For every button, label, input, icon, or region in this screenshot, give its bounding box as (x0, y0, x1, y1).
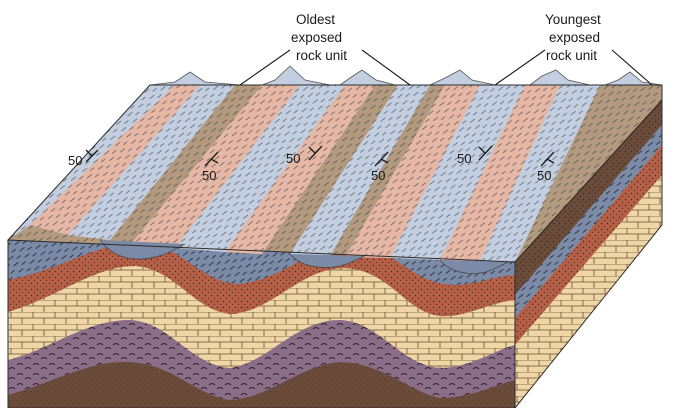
dip-tick-3 (308, 146, 316, 154)
top-surface-texture (8, 85, 662, 262)
layer-dark-brown-texture (8, 361, 515, 408)
front-cross-section (7, 239, 516, 408)
youngest-leader-left (494, 49, 546, 86)
dip-symbol-5: 50 (457, 145, 493, 166)
side-layer-dark-brown-texture (515, 100, 662, 295)
youngest-label-line3: rock unit (546, 48, 597, 63)
oldest-leader-left (239, 49, 291, 86)
trough-3 (439, 259, 509, 274)
dip-tick-5 (478, 146, 486, 154)
youngest-label-line1: Youngest (545, 12, 601, 27)
dip-label-1: 50 (68, 153, 82, 168)
top-surface (6, 65, 663, 274)
ridge-4 (429, 69, 496, 86)
side-layer-limestone-texture (515, 175, 662, 408)
layer-brick-red-texture (8, 242, 515, 317)
dip-symbol-6: 50 (537, 151, 555, 183)
strike-line-3 (308, 145, 323, 161)
side-layer-brick-texture (515, 145, 662, 345)
dip-label-3: 50 (286, 151, 300, 166)
dip-symbol-3: 50 (286, 145, 323, 166)
oldest-label-line3: rock unit (296, 48, 347, 63)
oldest-unit-callout: Oldest exposed rock unit (239, 12, 411, 86)
ridge-1 (149, 71, 241, 86)
dip-symbol-2: 50 (202, 151, 219, 183)
dip-label-2: 50 (202, 168, 216, 183)
strike-line-5 (478, 145, 493, 161)
oldest-leader-right (361, 49, 411, 86)
dip-tick-2 (210, 158, 219, 164)
side-layer-slate-texture (515, 125, 662, 318)
right-side-face (514, 98, 663, 408)
ridge-6 (604, 71, 663, 86)
layer-slate-blue-texture (8, 240, 515, 285)
ridge-3 (338, 69, 396, 86)
oldest-label-line1: Oldest (296, 12, 335, 27)
dip-label-5: 50 (457, 151, 471, 166)
layer-purple-texture (8, 320, 515, 400)
dip-symbol-1: 50 (68, 149, 99, 168)
ridge-5 (528, 69, 591, 86)
oldest-label-line2: exposed (291, 30, 342, 45)
dip-symbols: 50 50 50 50 50 50 (68, 145, 555, 183)
layer-cream-limestone-texture (8, 266, 515, 368)
dip-tick-6 (546, 158, 555, 164)
dip-symbol-4: 50 (371, 151, 389, 183)
ridge-2 (261, 65, 331, 86)
youngest-unit-callout: Youngest exposed rock unit (494, 12, 653, 86)
trough-2 (289, 253, 366, 268)
top-surface-outline (6, 84, 663, 263)
dip-tick-1 (85, 149, 93, 157)
dip-tick-4 (380, 158, 389, 164)
youngest-label-line2: exposed (549, 30, 600, 45)
dip-label-4: 50 (371, 168, 385, 183)
youngest-leader-right (611, 49, 653, 86)
dip-label-6: 50 (537, 168, 551, 183)
